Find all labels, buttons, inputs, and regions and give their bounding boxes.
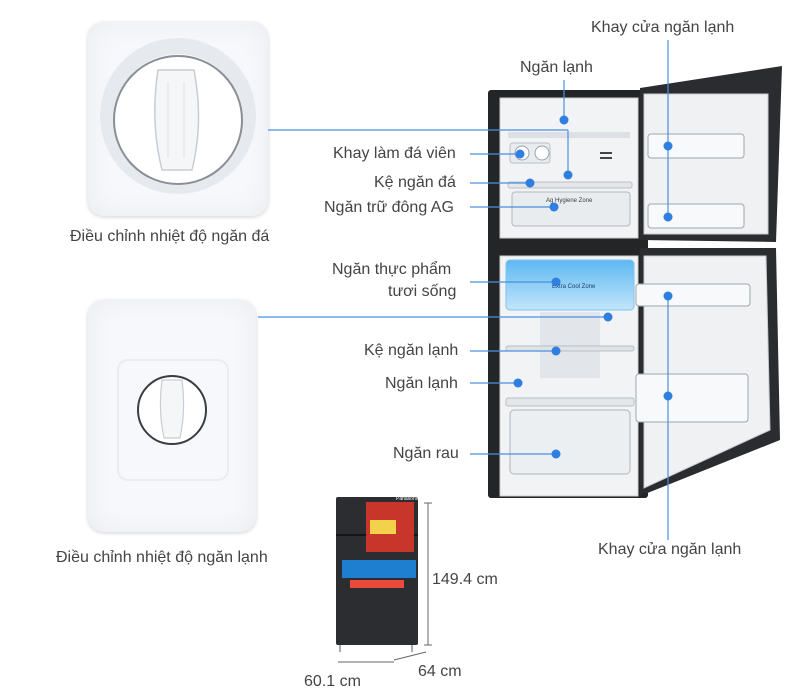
label-fresh-food-line2: tươi sống	[388, 283, 457, 300]
callout-lines	[258, 40, 669, 540]
label-vegetable-drawer: Ngăn rau	[393, 445, 459, 462]
dimension-width: 60.1 cm	[304, 673, 361, 690]
label-fridge-shelf: Kệ ngăn lạnh	[364, 342, 459, 359]
label-fridge-door-tray: Khay cửa ngăn lạnh	[598, 541, 742, 558]
fridge-dial-card	[88, 300, 256, 532]
brand-print: Panasonic	[396, 496, 420, 502]
fridge-dial-illustration	[117, 359, 229, 481]
label-fridge-top: Ngăn lạnh	[520, 59, 593, 76]
dimension-depth: 64 cm	[418, 663, 462, 680]
dimension-lines	[338, 502, 432, 663]
label-freezer-shelf: Kệ ngăn đá	[374, 174, 456, 191]
freezer-dial-illustration	[100, 38, 256, 194]
freezer-dial-card	[88, 22, 268, 216]
fridge-dial-caption: Điều chỉnh nhiệt độ ngăn lạnh	[56, 549, 268, 566]
ag-zone-print: Ag Hygiene Zone	[546, 198, 593, 204]
label-fresh-food-line1: Ngăn thực phẩm	[332, 261, 452, 278]
label-ag-freezer-drawer: Ngăn trữ đông AG	[324, 199, 454, 216]
dimension-height: 149.4 cm	[432, 571, 498, 588]
callout-dots	[513, 115, 673, 459]
freezer-dial-caption: Điều chỉnh nhiệt độ ngăn đá	[70, 228, 270, 245]
extra-cool-zone-print: Extra Cool Zone	[552, 284, 596, 290]
label-fridge-compartment: Ngăn lạnh	[385, 375, 458, 392]
label-freezer-door-tray: Khay cửa ngăn lạnh	[591, 19, 735, 36]
label-ice-tray: Khay làm đá viên	[333, 145, 456, 162]
